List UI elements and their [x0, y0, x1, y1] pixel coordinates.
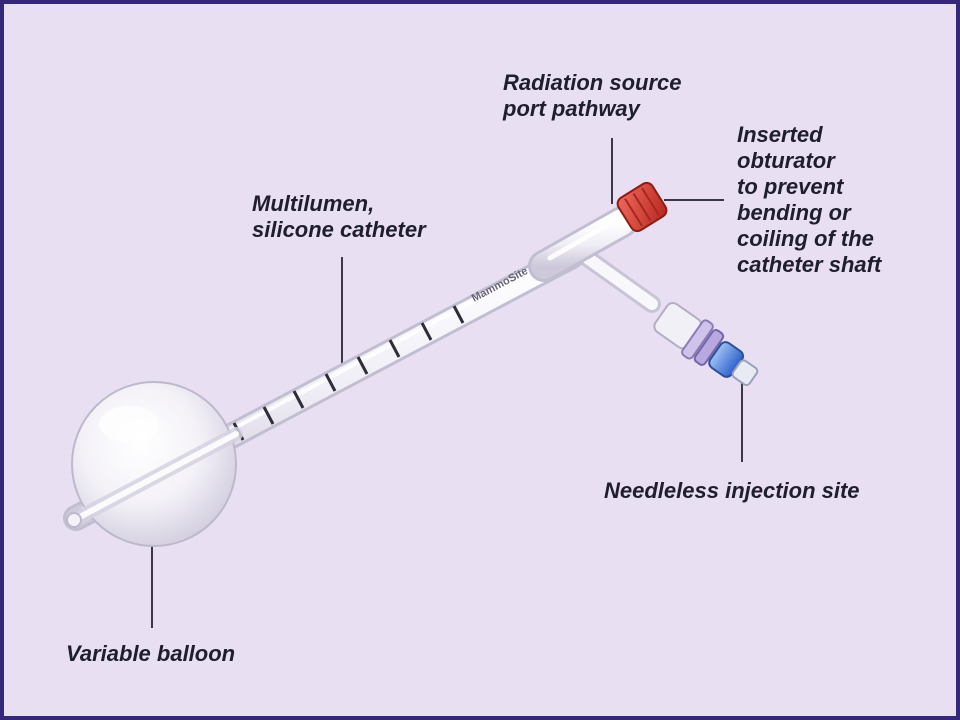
- needleless-injection-valve: [653, 301, 759, 387]
- injection-site-label: Needleless injection site: [604, 478, 860, 503]
- obturator-label: Inserted obturator to prevent bending or…: [737, 122, 882, 277]
- catheter-label: Multilumen, silicone catheter: [252, 191, 426, 242]
- device-illustration: MammoSite: [63, 138, 759, 628]
- variable-balloon: [71, 381, 237, 547]
- balloon-label: Variable balloon: [66, 641, 236, 666]
- radiation-source-label: Radiation source port pathway: [503, 70, 682, 121]
- side-arm-tube: [570, 243, 661, 313]
- obturator-cap: [616, 181, 668, 233]
- hub-connector: [528, 206, 638, 282]
